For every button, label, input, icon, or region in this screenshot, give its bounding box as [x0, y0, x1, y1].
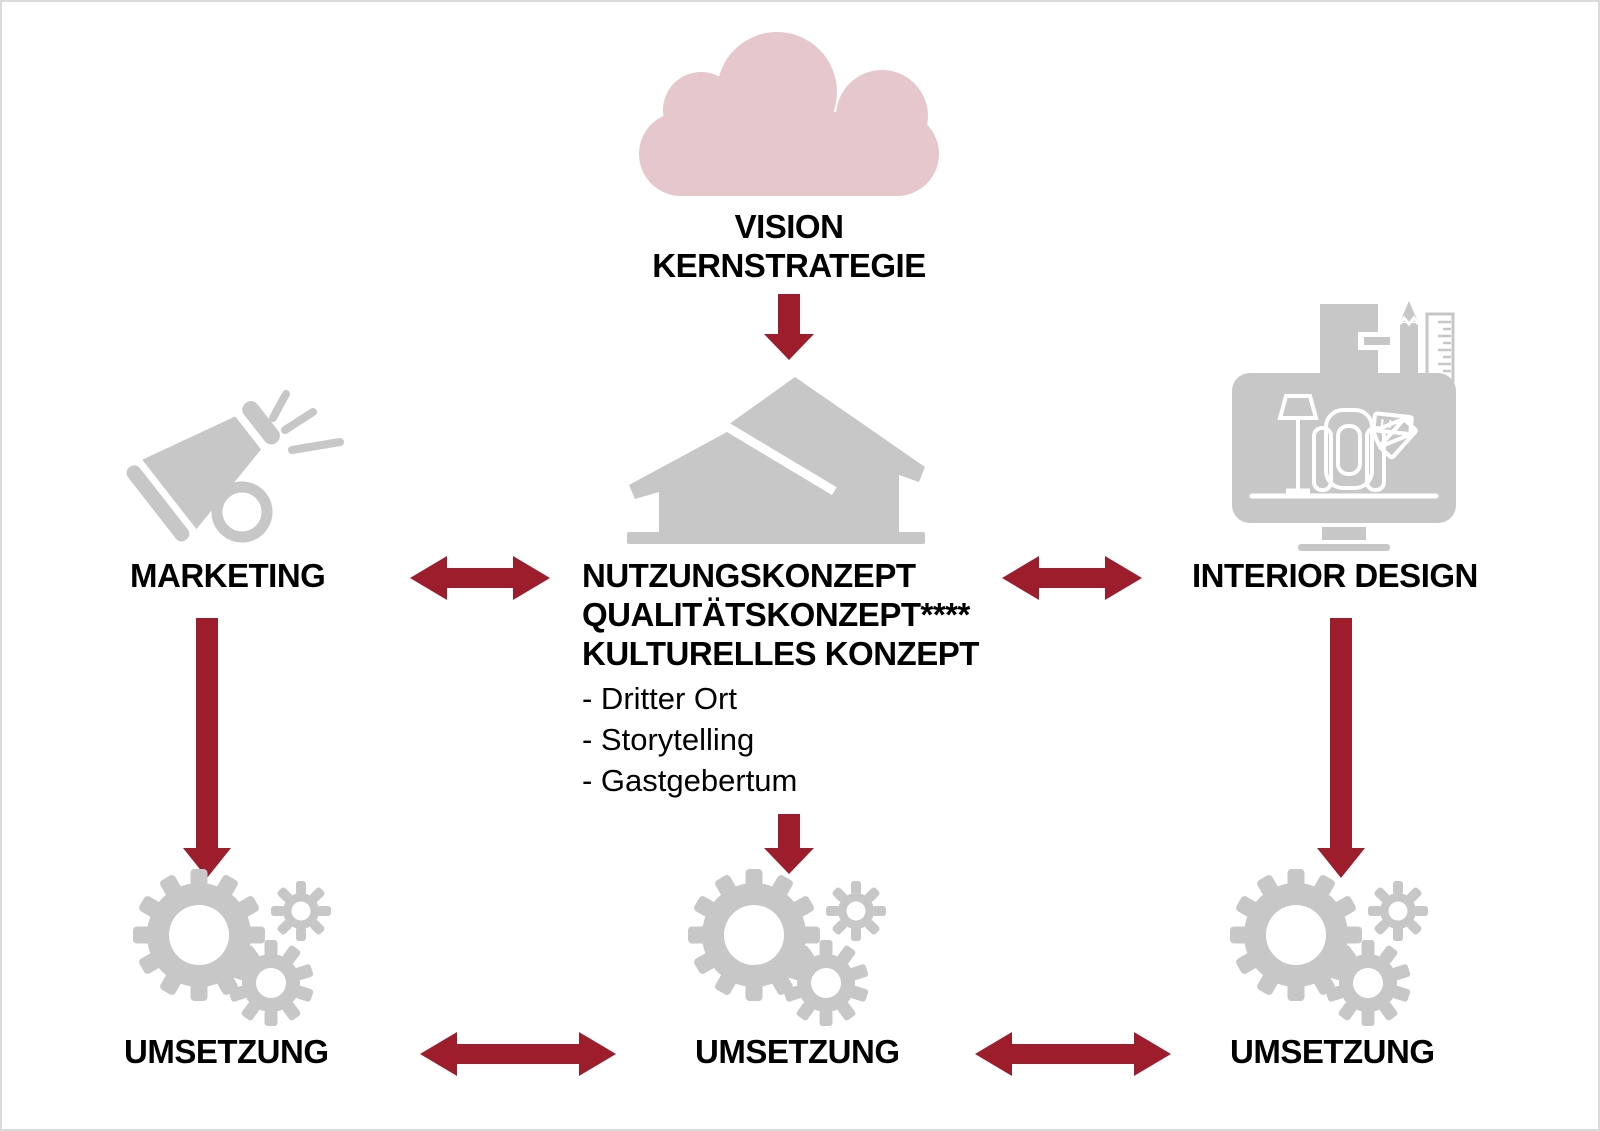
- concept-text-block: NUTZUNGSKONZEPT QUALITÄTSKONZEPT**** KUL…: [582, 556, 979, 801]
- concept-bullet-2: - Storytelling: [582, 722, 755, 757]
- double-arrow-implementation-right: [975, 1032, 1171, 1076]
- double-arrow-concept-interior: [1002, 556, 1142, 600]
- concept-bullet-list: - Dritter Ort - Storytelling - Gastgeber…: [582, 678, 979, 801]
- concept-heading-2: QUALITÄTSKONZEPT****: [582, 596, 970, 633]
- vision-line1: VISION: [734, 208, 844, 245]
- interior-design-label: INTERIOR DESIGN: [1192, 557, 1478, 594]
- vision-line2: KERNSTRATEGIE: [652, 247, 926, 284]
- cloud-icon: [639, 32, 939, 196]
- arrow-down-vision-to-concept: [764, 294, 814, 360]
- arrow-down-concept-to-implementation: [764, 814, 814, 874]
- concept-heading-1: NUTZUNGSKONZEPT: [582, 557, 916, 594]
- umsetzung-label-concept: UMSETZUNG: [695, 1033, 900, 1070]
- double-arrow-implementation-left: [420, 1032, 616, 1076]
- gears-icon: [688, 869, 886, 1026]
- vision-title: VISION KERNSTRATEGIE: [589, 207, 989, 285]
- double-arrow-marketing-concept: [410, 556, 550, 600]
- concept-bullet-3: - Gastgebertum: [582, 763, 798, 798]
- marketing-label: MARKETING: [130, 557, 326, 594]
- umsetzung-label-marketing: UMSETZUNG: [124, 1033, 329, 1070]
- umsetzung-label-interior: UMSETZUNG: [1230, 1033, 1435, 1070]
- arrow-down-marketing-to-implementation: [183, 618, 231, 878]
- gears-icon: [1230, 869, 1428, 1026]
- concept-heading-3: KULTURELLES KONZEPT: [582, 635, 979, 672]
- computer-interior-design-icon: [1232, 301, 1456, 551]
- house-icon: [624, 377, 925, 544]
- arrow-down-interior-to-implementation: [1317, 618, 1365, 878]
- megaphone-icon: [126, 390, 344, 543]
- concept-bullet-1: - Dritter Ort: [582, 681, 737, 716]
- gears-icon: [133, 869, 331, 1026]
